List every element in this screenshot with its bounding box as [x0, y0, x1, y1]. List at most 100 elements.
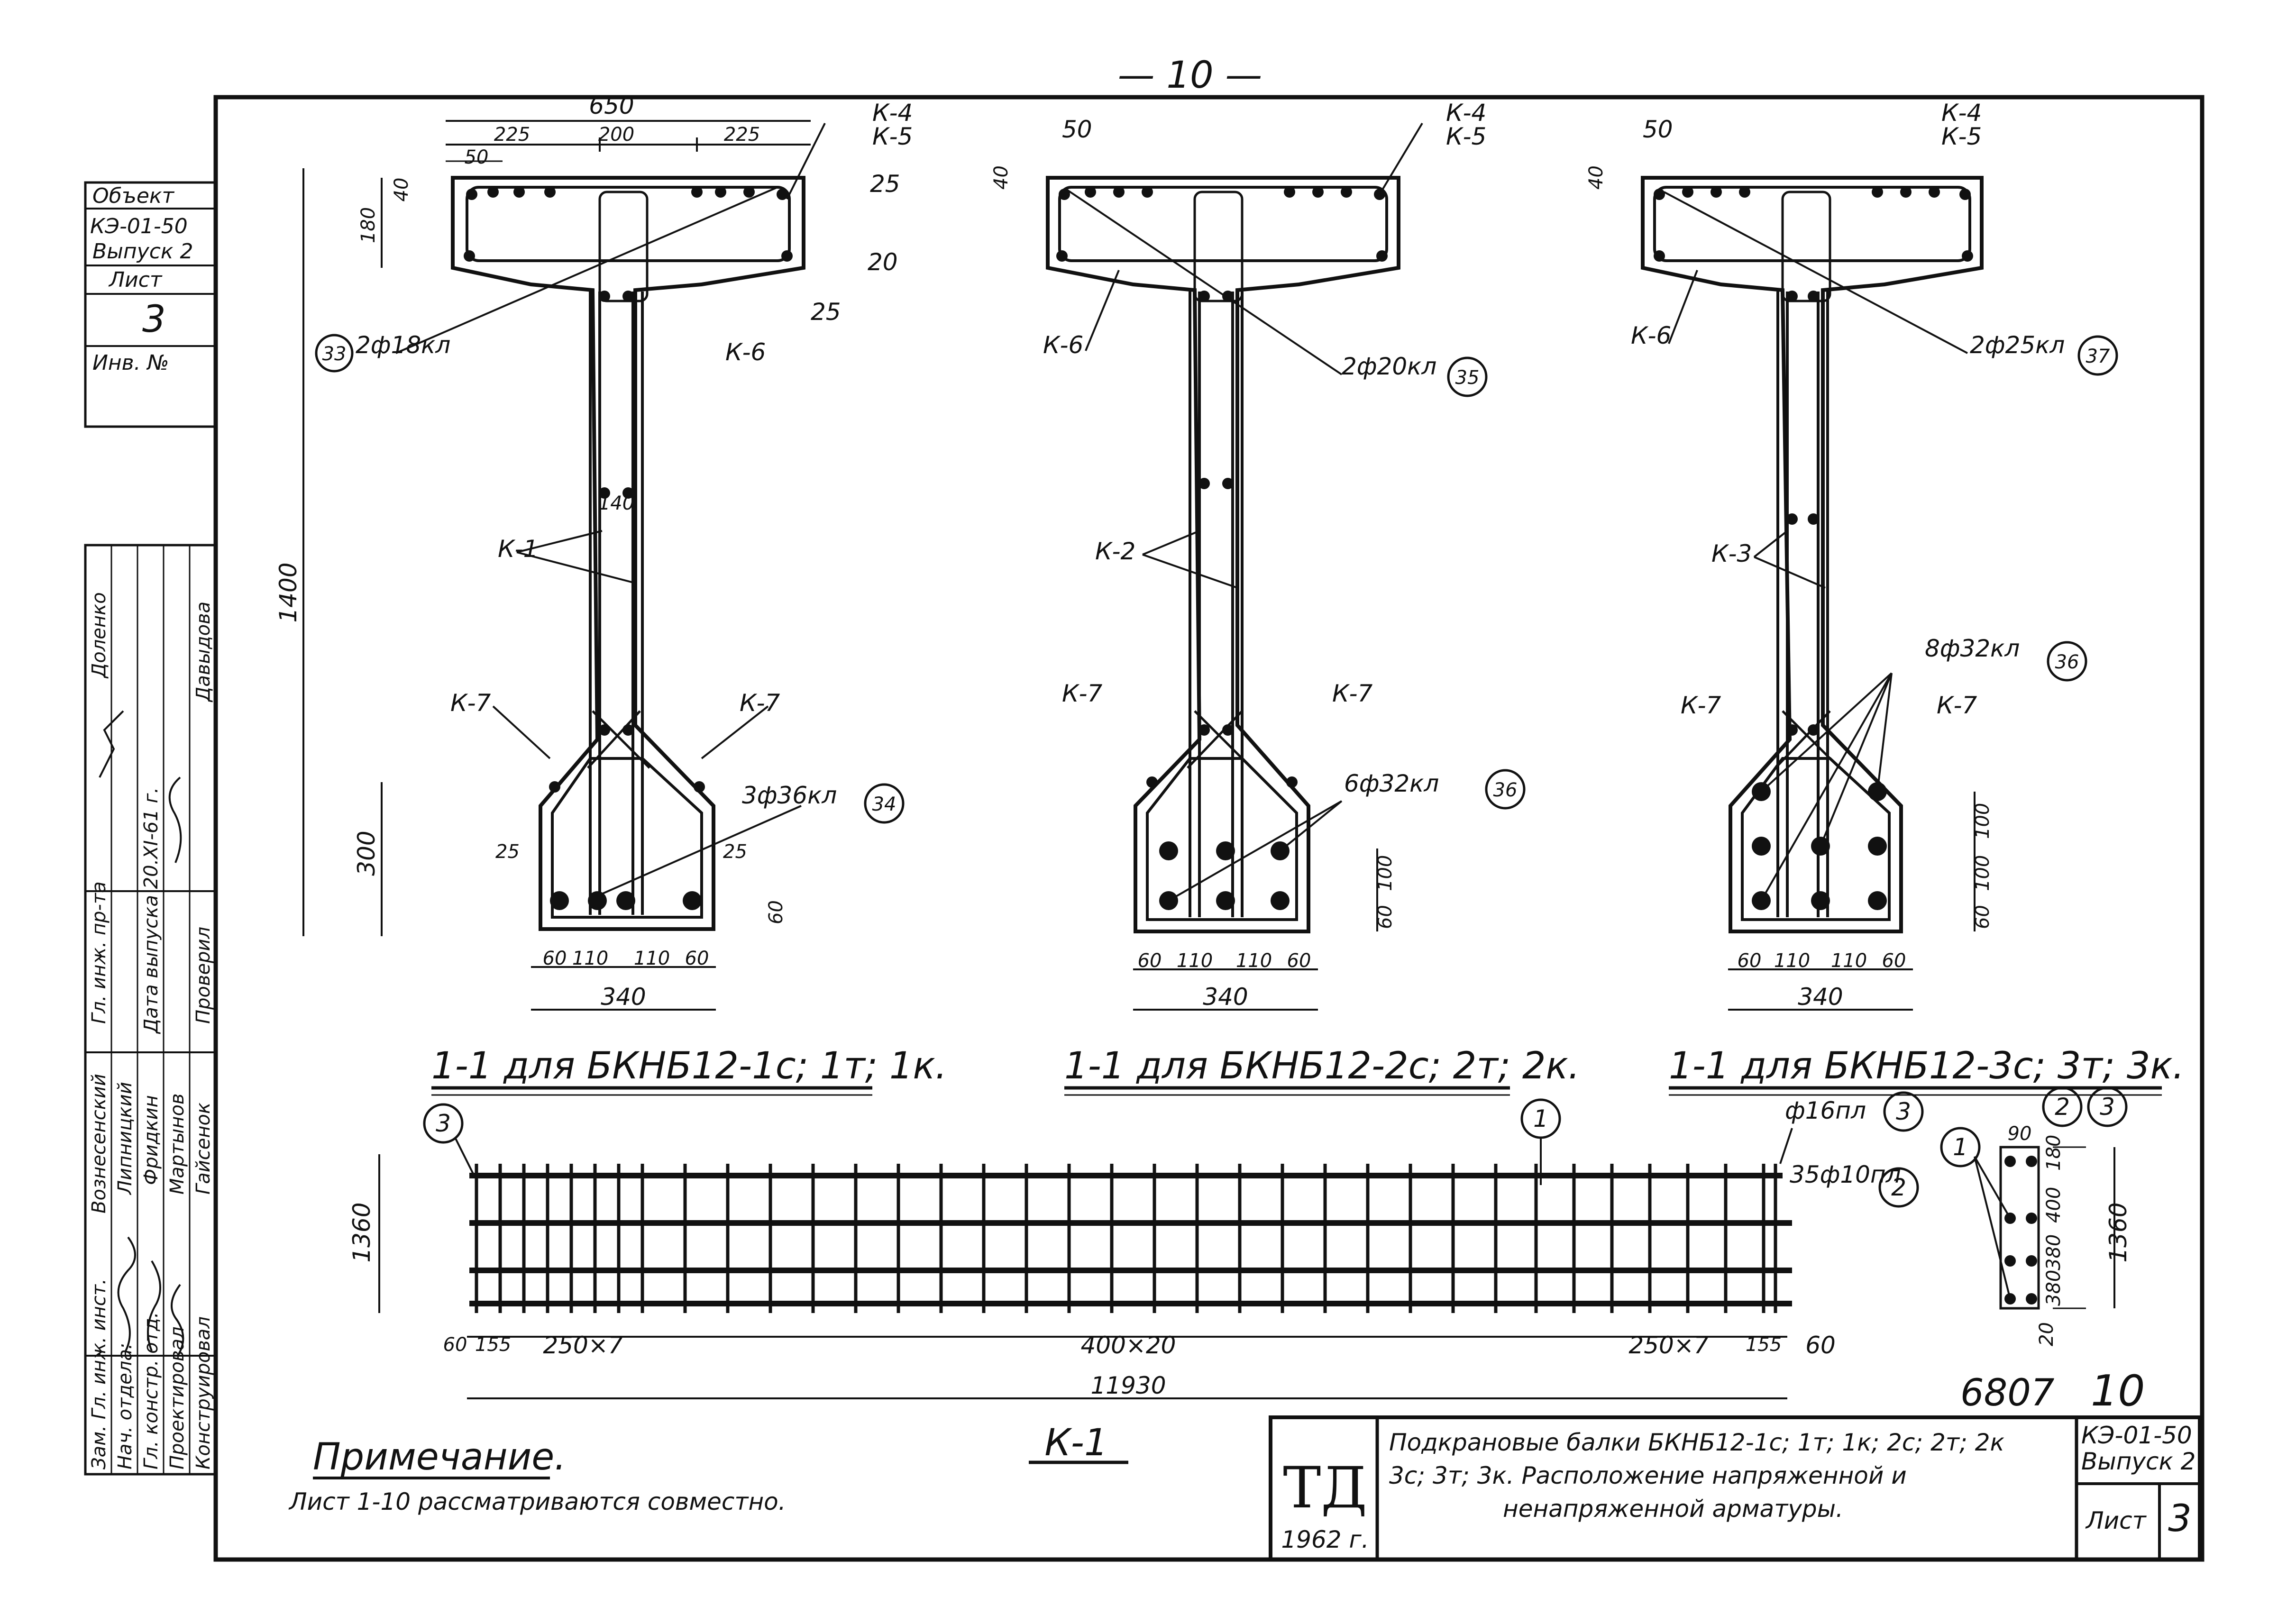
s3-bot-60a: 60 — [1738, 950, 1762, 972]
name-1: Вознесенский — [88, 1074, 110, 1213]
s3-label-k7a: К-7 — [1681, 692, 1721, 719]
s2-bot-60a: 60 — [1138, 950, 1162, 972]
title-block: ТД 1962 г. Подкрановые балки БКНБ12-1с; … — [1269, 1366, 2202, 1561]
role-1: Зам. Гл. инж. инст. — [88, 1278, 110, 1469]
frame-title: К-1 — [1044, 1422, 1107, 1464]
frame-side-detail: 90 180 400 380 380 20 1360 1 2 3 — [1940, 1086, 2132, 1346]
s3-side-100a: 100 — [1972, 803, 1994, 839]
side-dim-380a: 380 — [2043, 1234, 2065, 1270]
frame-bar-a-mark: 3 — [1896, 1098, 1911, 1125]
side-dim-400: 400 — [2043, 1187, 2065, 1223]
s3-label-k3: К-3 — [1711, 540, 1752, 567]
signature-block: Зам. Гл. инж. инст. Нач. отдела: Гл. кон… — [84, 544, 217, 1476]
s1-web-dim: 140 — [598, 493, 634, 514]
title-code: КЭ-01-50 — [2081, 1422, 2192, 1449]
stamp-object-label: Объект — [92, 184, 175, 208]
signature-scribble-4 — [99, 710, 124, 778]
stamp-code: КЭ-01-50 — [90, 214, 188, 238]
s2-label-k4: К-4 — [1446, 99, 1486, 127]
handwritten-number: 10 — [2091, 1366, 2145, 1416]
s2-bar-note-b: 6ф32кл — [1344, 770, 1439, 797]
s1-bar-mark-a: 33 — [322, 343, 347, 365]
section-1: 650 225 200 225 50 140 180 40 1400 300 2… — [274, 92, 947, 1096]
frame-total: 11930 — [1090, 1372, 1166, 1399]
s3-label-k5: К-5 — [1941, 123, 1982, 150]
s3-bot-110b: 110 — [1831, 950, 1867, 972]
frame-mark-3-circle — [423, 1103, 464, 1144]
s1-cover-25d: 25 — [723, 841, 747, 863]
role-2: Нач. отдела: — [114, 1343, 136, 1469]
title-line-1: Подкрановые балки БКНБ12-1с; 1т; 1к; 2с;… — [1389, 1429, 2004, 1456]
s2-bot-60b: 60 — [1287, 950, 1311, 972]
s2-bar-note-a: 2ф20кл — [1342, 353, 1436, 380]
side-dim-180: 180 — [2043, 1135, 2065, 1171]
stamp-inv-label: Инв. № — [92, 351, 169, 375]
s1-cover-25a: 25 — [870, 170, 900, 198]
s3-bar-mark-b: 36 — [2055, 651, 2079, 673]
s2-label-k7b: К-7 — [1332, 680, 1373, 707]
s1-dim-180: 180 — [357, 207, 379, 243]
s2-bar-mark-a: 35 — [1455, 367, 1480, 389]
name-3: Фридкин — [140, 1095, 162, 1185]
side-height: 1360 — [2104, 1202, 2132, 1262]
s2-bot-110a: 110 — [1177, 950, 1213, 972]
s1-bar-mark-b: 34 — [872, 794, 896, 815]
s3-bot-110a: 110 — [1774, 950, 1810, 972]
s1-dim-225a: 225 — [494, 124, 530, 146]
s1-label-k7a: К-7 — [450, 689, 491, 717]
s3-label-k6: К-6 — [1631, 322, 1671, 349]
s1-bar-mark-b-circle — [864, 783, 905, 824]
frame-bar-a-mark-circle — [1883, 1091, 1924, 1132]
s2-label-k6: К-6 — [1043, 331, 1083, 359]
s2-dim-40: 40 — [990, 165, 1012, 190]
section-2: 50 40 60 110 110 60 340 100 60 К-4 К-5 К… — [990, 99, 1580, 1096]
frame-dim-60b: 60 — [1805, 1332, 1836, 1359]
title-sheet-no: 3 — [2168, 1497, 2192, 1540]
s3-bar-mark-b-circle — [2047, 641, 2087, 682]
frame-dim-60a: 60 — [443, 1334, 467, 1356]
author-name: Доленко — [88, 592, 110, 679]
signature-scribble-3 — [171, 1284, 184, 1357]
drawing-number: 6807 — [1960, 1372, 2055, 1414]
s3-label-k7b: К-7 — [1937, 692, 1977, 719]
title-year: 1962 г. — [1281, 1526, 1369, 1553]
s1-bot-110a: 110 — [572, 948, 608, 969]
role-4: Проектировал — [166, 1326, 188, 1469]
s1-dim-300: 300 — [353, 830, 380, 876]
s3-bar-mark-a: 37 — [2086, 346, 2110, 367]
s1-bottom-right: 60 — [765, 900, 787, 924]
frame-bar-b-mark: 2 — [1891, 1174, 1906, 1201]
s2-bot-110b: 110 — [1236, 950, 1272, 972]
s2-side-60: 60 — [1374, 905, 1396, 929]
side-mark-2-circle — [2042, 1086, 2083, 1127]
org-logo: ТД — [1283, 1455, 1367, 1521]
checked-role: Проверил — [192, 927, 214, 1024]
title-sheet-label: Лист — [2085, 1507, 2147, 1534]
issue-date: Дата выпуска 20.XI-61 г. — [140, 787, 162, 1034]
s3-title: 1-1 для БКНБ12-3с; 3т; 3к. — [1669, 1045, 2184, 1087]
side-dim-90: 90 — [2008, 1123, 2032, 1145]
s1-bot-110b: 110 — [634, 948, 670, 969]
s1-title: 1-1 для БКНБ12-1с; 1т; 1к. — [431, 1045, 947, 1087]
s2-side-100: 100 — [1374, 855, 1396, 891]
page-number: — 10 — — [1118, 54, 1262, 97]
side-dim-380b: 380 — [2043, 1270, 2065, 1306]
frame-bar-b: 35ф10пл — [1790, 1161, 1901, 1188]
left-stamp: Объект КЭ-01-50 Выпуск 2 Лист 3 Инв. № — [84, 181, 217, 428]
s1-dim-650: 650 — [589, 92, 634, 119]
s2-label-k5: К-5 — [1446, 123, 1486, 150]
s2-bar-mark-b-circle — [1485, 769, 1526, 810]
s2-total-width: 340 — [1203, 983, 1248, 1011]
stamp-sheet-label: Лист — [108, 268, 163, 292]
s3-bar-note-b: 8ф32кл — [1925, 635, 2020, 662]
frame-stirrups — [475, 1164, 1777, 1313]
frame-bar-a: ф16пл — [1785, 1097, 1866, 1124]
frame-height: 1360 — [348, 1202, 375, 1262]
frame-k1: 1360 60 155 250×7 400×20 250×7 155 60 11… — [348, 1086, 2132, 1464]
note-text: Лист 1-10 рассматриваются совместно. — [288, 1488, 786, 1515]
stamp-sheet-no: 3 — [142, 298, 166, 341]
s1-cover-25c: 25 — [495, 841, 520, 863]
title-line-3: ненапряженной арматуры. — [1503, 1495, 1843, 1523]
frame-mark-3: 3 — [436, 1110, 451, 1137]
